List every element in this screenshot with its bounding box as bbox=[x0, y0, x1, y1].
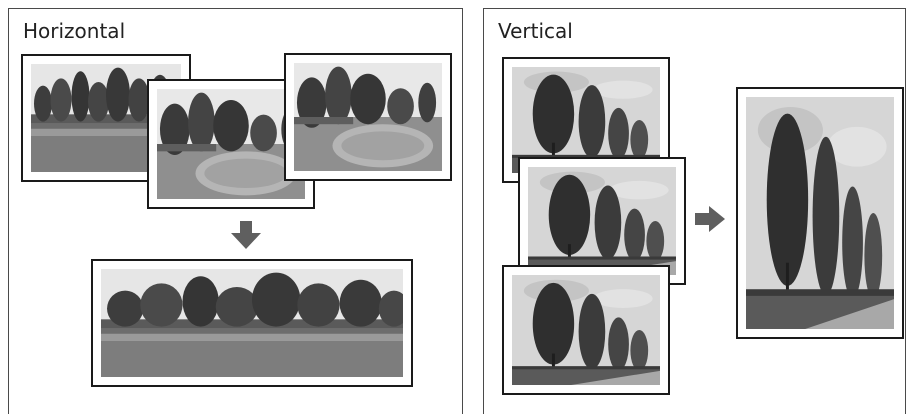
horizontal-panel: Horizontal bbox=[8, 8, 463, 414]
vertical-title: Vertical bbox=[498, 19, 573, 43]
vertical-panel: Vertical bbox=[483, 8, 906, 414]
panorama-vertical-photo bbox=[736, 87, 904, 339]
panorama-horizontal-photo bbox=[91, 259, 413, 387]
arrow-right-icon bbox=[695, 206, 725, 232]
arrow-down-icon bbox=[231, 221, 261, 249]
tree-bottom-photo bbox=[502, 265, 670, 395]
landscape-right-photo bbox=[284, 53, 452, 181]
tree-middle-photo bbox=[518, 157, 686, 285]
horizontal-title: Horizontal bbox=[23, 19, 126, 43]
